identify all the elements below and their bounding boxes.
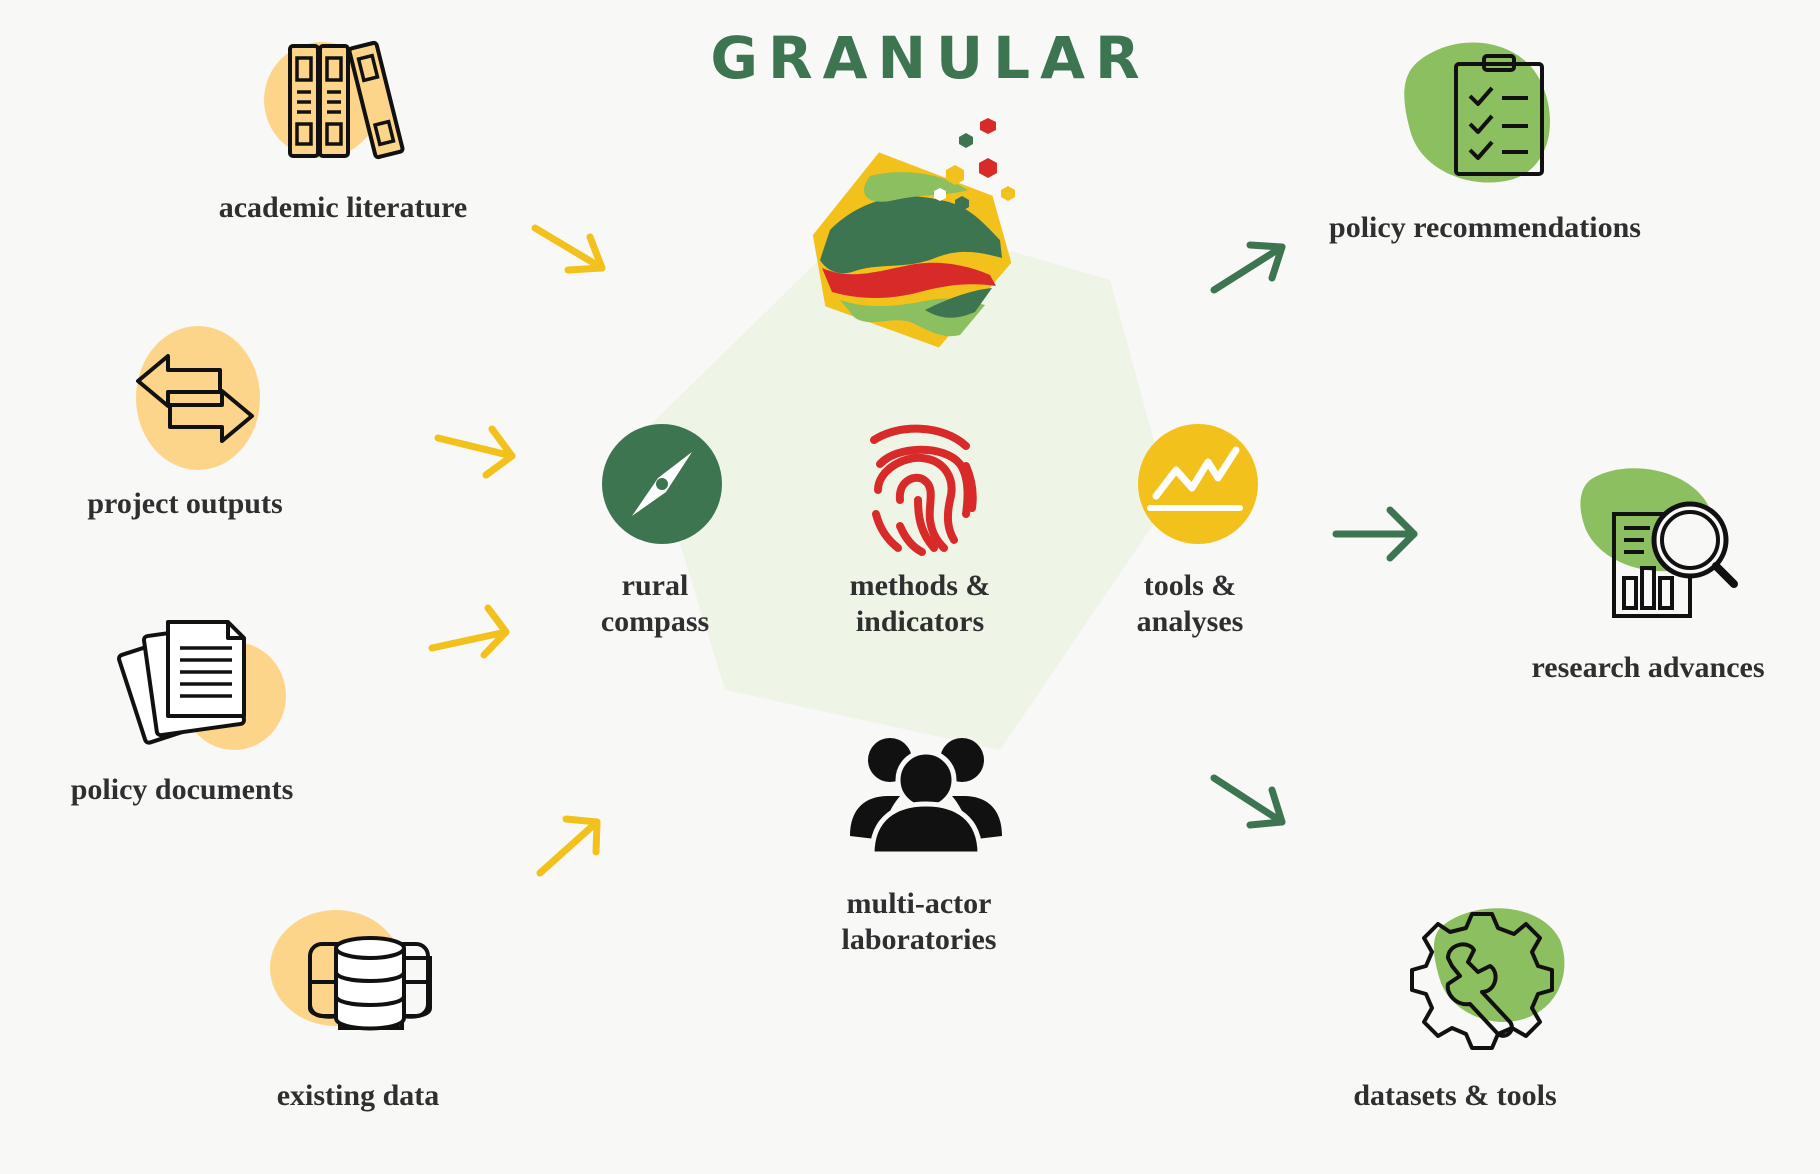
label-project-outputs: project outputs	[87, 487, 283, 520]
pixel-dots	[934, 118, 1015, 211]
arrow-to-datasets-tools	[1210, 774, 1286, 829]
label-multi-actor-laboratories: multi-actor laboratories	[808, 886, 1030, 958]
input-arrows	[428, 224, 606, 877]
output-arrows	[1210, 241, 1418, 829]
map-hexagon-logo	[812, 118, 1015, 348]
books-icon	[264, 40, 405, 160]
arrow-from-policy-documents	[428, 604, 510, 659]
arrow-from-project-outputs	[434, 425, 516, 479]
label-tools-analyses: tools & analyses	[1110, 568, 1270, 640]
compass-icon	[602, 424, 722, 544]
arrow-to-research-advances	[1332, 506, 1418, 562]
arrow-to-policy-recommendations	[1210, 241, 1286, 294]
arrow-from-existing-data	[536, 815, 601, 877]
label-rural-compass-line2: compass	[600, 605, 710, 638]
label-research-advances: research advances	[1531, 651, 1765, 684]
magnifier-report-icon	[1580, 468, 1738, 618]
label-tools-analyses-line2: analyses	[1136, 605, 1244, 638]
arrow-from-academic-literature	[531, 224, 606, 274]
label-multi-actor-laboratories-line2: laboratories	[841, 923, 997, 956]
label-policy-documents: policy documents	[70, 773, 294, 806]
label-tools-analyses-line1: tools &	[1143, 569, 1237, 602]
label-rural-compass-line1: rural	[621, 569, 689, 602]
label-existing-data: existing data	[276, 1079, 440, 1112]
label-academic-literature: academic literature	[218, 191, 468, 224]
label-methods-indicators-line1: methods &	[849, 569, 991, 602]
label-datasets-tools: datasets & tools	[1353, 1079, 1557, 1112]
fingerprint-icon	[870, 424, 977, 556]
exchange-arrows-icon	[136, 326, 260, 470]
gear-wrench-icon	[1410, 908, 1565, 1050]
checklist-icon	[1404, 42, 1550, 183]
database-icon	[270, 910, 432, 1031]
line-chart-icon	[1138, 424, 1258, 544]
label-multi-actor-laboratories-line1: multi-actor	[846, 887, 992, 920]
label-methods-indicators-line2: indicators	[855, 605, 985, 638]
label-policy-recommendations: policy recommendations	[1329, 211, 1641, 244]
page-title: GRANULAR	[710, 24, 1150, 92]
label-rural-compass: rural compass	[570, 568, 740, 640]
label-methods-indicators: methods & indicators	[820, 568, 1020, 640]
people-group-icon	[850, 738, 1002, 857]
documents-icon	[117, 620, 286, 750]
